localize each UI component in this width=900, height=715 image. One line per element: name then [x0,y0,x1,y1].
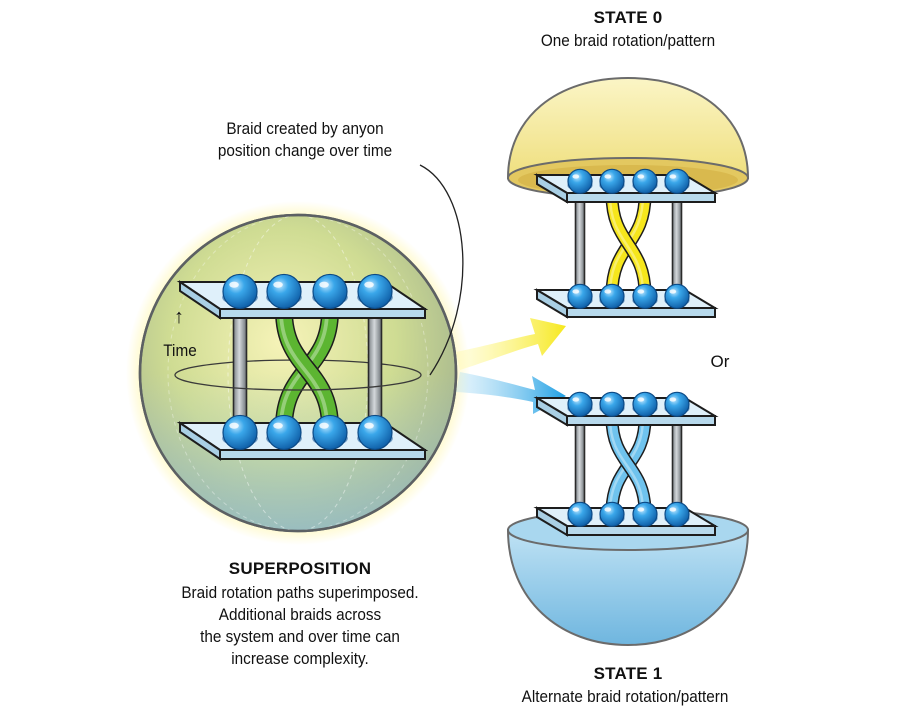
anyon-bead [664,168,690,194]
anyon-bead [567,501,593,527]
state-0-caption: One braid rotation/pattern [540,31,716,50]
superposition-line-1: Braid rotation paths superimposed. [181,583,419,602]
anyon-bead [599,168,625,194]
anyon-bead [266,273,302,310]
braid-strand [607,194,650,295]
anyon-bead [312,273,348,310]
time-label: Time [163,341,197,360]
anyon-bead [599,283,625,309]
anyon-bead [312,414,348,451]
braid-strand [276,310,338,428]
anyon-worldline-pole [367,308,383,428]
state-1-title: STATE 1 [593,664,663,683]
anyon-bead [632,501,658,527]
anyon-bead [222,273,258,310]
anyon-bead [632,391,658,417]
anyon-worldline-pole [574,192,586,295]
anyon-worldline-pole [574,415,586,513]
callout-line-2: position change over time [217,141,393,160]
anyon-worldline-pole [671,192,683,295]
anyon-bead [632,283,658,309]
anyon-worldline-pole [232,308,248,428]
anyon-bead [567,168,593,194]
equator-ring-front [174,374,422,391]
anyon-bead [632,168,658,194]
anyon-worldline-pole [671,415,683,513]
superposition-caption: Braid rotation paths superimposed. Addit… [147,582,453,670]
superposition-title: SUPERPOSITION [228,559,372,578]
anyon-bead [357,414,393,451]
callout-leader-line [419,164,464,376]
arrow-to-state-0 [456,318,566,370]
anyon-bead [599,391,625,417]
state-1-braid-device [533,391,719,537]
anyon-bead [664,283,690,309]
superposition-line-3: the system and over time can [200,627,400,646]
anyon-bead [266,414,302,451]
anyon-bead [664,391,690,417]
callout-text: Braid created by anyon position change o… [184,118,427,162]
superposition-line-4: increase complexity. [231,649,369,668]
callout-line-1: Braid created by anyon [226,119,384,138]
state-0-braid-device [533,168,719,319]
state-0-title: STATE 0 [593,8,663,27]
anyon-bead [357,273,393,310]
anyon-bead [599,501,625,527]
anyon-bead [567,391,593,417]
time-arrow-icon: ↑ [174,306,184,328]
braid-strand [607,417,650,513]
anyon-bead [222,414,258,451]
superposition-braid-device [176,273,429,461]
state-1-caption: Alternate braid rotation/pattern [521,687,729,706]
superposition-line-2: Additional braids across [218,605,382,624]
anyon-bead [664,501,690,527]
anyon-bead [567,283,593,309]
or-label: Or [710,352,730,371]
